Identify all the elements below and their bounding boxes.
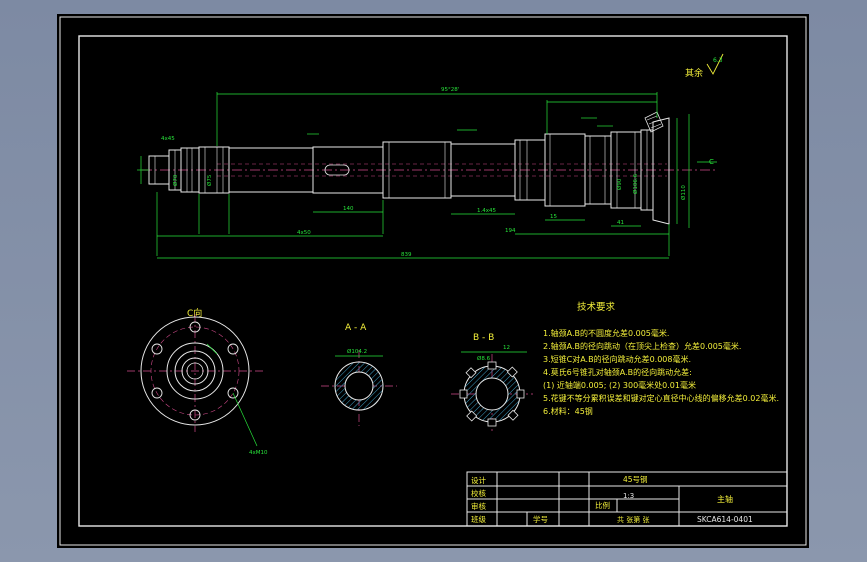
tb-scale-label: 比例 [595, 500, 610, 510]
tb-scale-value: 1:3 [623, 492, 634, 500]
dim-seg-f: 41 [617, 220, 624, 226]
c-view-flange: C向 4xM10 [127, 307, 268, 456]
shaft-dim-labels: 95°28' 839 4x50 194 1.4x45 140 15 41 4x4… [161, 87, 687, 258]
dim-d3: Ø90 [616, 178, 623, 190]
dim-overall-length: 839 [401, 252, 412, 258]
dim-d2: Ø75 [206, 174, 213, 186]
section-bb-label: B - B [473, 333, 494, 343]
tb-student-id-label: 学号 [533, 514, 548, 524]
tech-req-item: 5.花键不等分累积误差和键对定心直径中心线的偏移允差0.02毫米. [543, 393, 779, 403]
tb-row-check: 校核 [471, 488, 486, 498]
surface-roughness-mark: 其余 6.3 [685, 53, 724, 79]
dim-upper-length: 95°28' [441, 87, 459, 93]
dim-seg-d: 140 [343, 206, 354, 212]
datum-c-label: C [709, 158, 714, 166]
tb-row-class: 班级 [471, 514, 486, 524]
tech-req-item: (1) 近轴端0.005; (2) 300毫米处0.01毫米 [543, 380, 696, 390]
dim-d4: Ø106.6 [632, 173, 639, 194]
tech-req-item: 1.轴颈A.B的不圆度允差0.005毫米. [543, 328, 669, 338]
tb-material: 45号钢 [623, 474, 648, 484]
drawing-canvas: 95°28' 839 4x50 194 1.4x45 140 15 41 4x4… [59, 16, 807, 546]
section-aa-label: A - A [345, 323, 367, 333]
dim-d5: Ø110 [680, 185, 687, 200]
dim-d1: Ø70 [172, 174, 179, 186]
tech-requirements: 技术要求 1.轴颈A.B的不圆度允差0.005毫米. 2.轴颈A.B的径向跳动（… [543, 301, 779, 416]
shaft-main-view [142, 111, 717, 225]
dim-seg-g: 4x45 [161, 136, 175, 142]
tech-req-item: 2.轴颈A.B的径向跳动（在顶尖上检查）允差0.005毫米. [543, 341, 741, 351]
outer-border [59, 16, 807, 546]
dim-seg-b: 194 [505, 228, 516, 234]
c-view-label: C向 [187, 307, 202, 319]
dim-seg-a: 4x50 [297, 230, 311, 236]
tb-row-review: 审核 [471, 501, 486, 511]
bb-dim: 12 [503, 345, 510, 351]
bb-tol: Ø8.6 [477, 355, 491, 362]
tech-req-item: 3.短锥C对A.B的径向跳动允差0.008毫米. [543, 354, 691, 364]
aa-dim: Ø104.2 [347, 348, 367, 355]
dim-seg-c: 1.4x45 [477, 208, 497, 214]
tb-row-design: 设计 [471, 475, 486, 485]
tech-req-item: 4.莫氏6号锥孔对轴颈A.B的径向跳动允差: [543, 367, 692, 377]
tb-drawing-no: SKCA614-0401 [697, 515, 753, 524]
tb-sheet-label: 共 张第 张 [617, 515, 649, 524]
section-aa: A - A Ø104.2 [321, 323, 397, 426]
tech-req-item: 6.材料：45钢 [543, 406, 593, 416]
drawing-sheet: 95°28' 839 4x50 194 1.4x45 140 15 41 4x4… [57, 14, 809, 548]
drawing-frame [78, 35, 788, 527]
roughness-value: 6.3 [713, 57, 723, 64]
title-block: 设计 校核 审核 班级 学号 45号钢 比例 1:3 共 张第 张 主轴 SKC… [466, 471, 788, 527]
section-bb: B - B 12 Ø8.6 [451, 333, 533, 434]
dim-seg-e: 15 [550, 214, 557, 220]
shaft-dimensions [137, 92, 717, 259]
tb-part-name: 主轴 [717, 494, 733, 504]
tech-req-title: 技术要求 [577, 301, 616, 313]
surface-mark-label: 其余 [685, 67, 703, 79]
c-view-hole-dim: 4xM10 [249, 450, 268, 456]
